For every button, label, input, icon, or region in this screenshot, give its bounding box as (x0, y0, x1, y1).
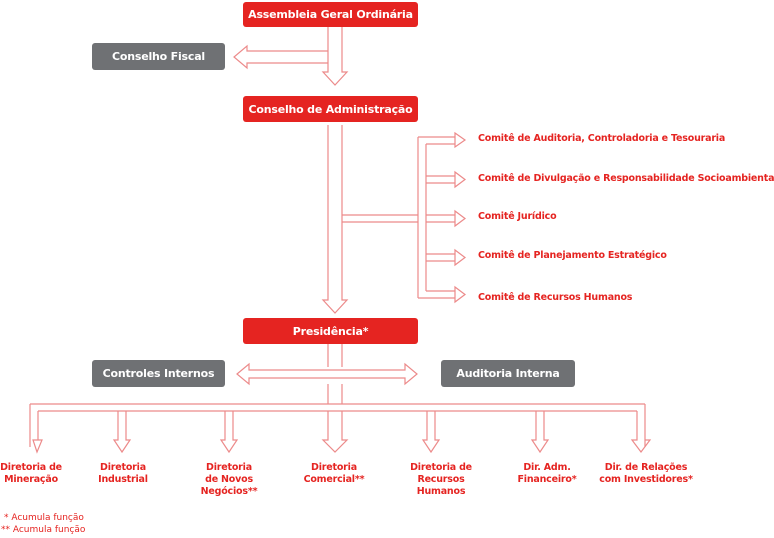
directorate-bus (29, 403, 646, 447)
box-conselho-administracao: Conselho de Administração (243, 96, 418, 122)
box-assembleia-geral: Assembleia Geral Ordinária (243, 2, 418, 27)
footnote-single: * Acumula função (4, 513, 84, 523)
box-controles-internos: Controles Internos (92, 360, 225, 387)
box-auditoria-interna: Auditoria Interna (441, 360, 575, 387)
committee-recursos-humanos: Comitê de Recursos Humanos (478, 292, 633, 303)
footnote-double: ** Acumula função (1, 525, 86, 535)
box-presidencia-label: Presidência* (292, 324, 369, 338)
directorate-mineracao: Diretoria de Mineração (0, 462, 62, 485)
box-assembleia-label: Assembleia Geral Ordinária (248, 8, 413, 21)
arrow-controles-auditoria (236, 362, 418, 386)
directorate-industrial: Diretoria Industrial (98, 462, 148, 485)
box-conselho-fiscal: Conselho Fiscal (92, 43, 225, 70)
directorate-adm-financeiro: Dir. Adm. Financeiro* (517, 462, 577, 485)
committee-auditoria: Comitê de Auditoria, Controladoria e Tes… (478, 133, 726, 144)
box-presidencia: Presidência* (243, 318, 418, 344)
box-auditoria-interna-label: Auditoria Interna (456, 367, 560, 380)
box-conselho-administracao-label: Conselho de Administração (248, 102, 413, 116)
box-conselho-fiscal-label: Conselho Fiscal (111, 50, 205, 63)
directorate-novos-negocios: Diretoria de Novos Negócios** (200, 462, 258, 497)
committee-connector (342, 214, 418, 223)
committee-planejamento: Comitê de Planejamento Estratégico (478, 250, 667, 261)
committee-divulgacao: Comitê de Divulgação e Responsabilidade … (478, 173, 774, 184)
committee-bracket (417, 137, 427, 298)
directorate-relacoes-investidores: Dir. de Relações com Investidores* (599, 462, 693, 485)
committee-juridico: Comitê Jurídico (478, 211, 557, 222)
directorate-arrows (32, 411, 652, 454)
box-controles-internos-label: Controles Internos (102, 367, 215, 380)
arrow-conselho-to-presidencia (321, 125, 349, 314)
arrow-to-conselho-fiscal (233, 44, 328, 70)
directorate-comercial: Diretoria Comercial** (303, 462, 365, 485)
arrow-assembleia-to-conselho (321, 27, 349, 86)
directorate-stem (327, 384, 343, 404)
presidencia-stem (327, 343, 343, 367)
directorate-recursos-humanos: Diretoria de Recursos Humanos (410, 462, 472, 497)
committee-arrows (418, 131, 467, 304)
